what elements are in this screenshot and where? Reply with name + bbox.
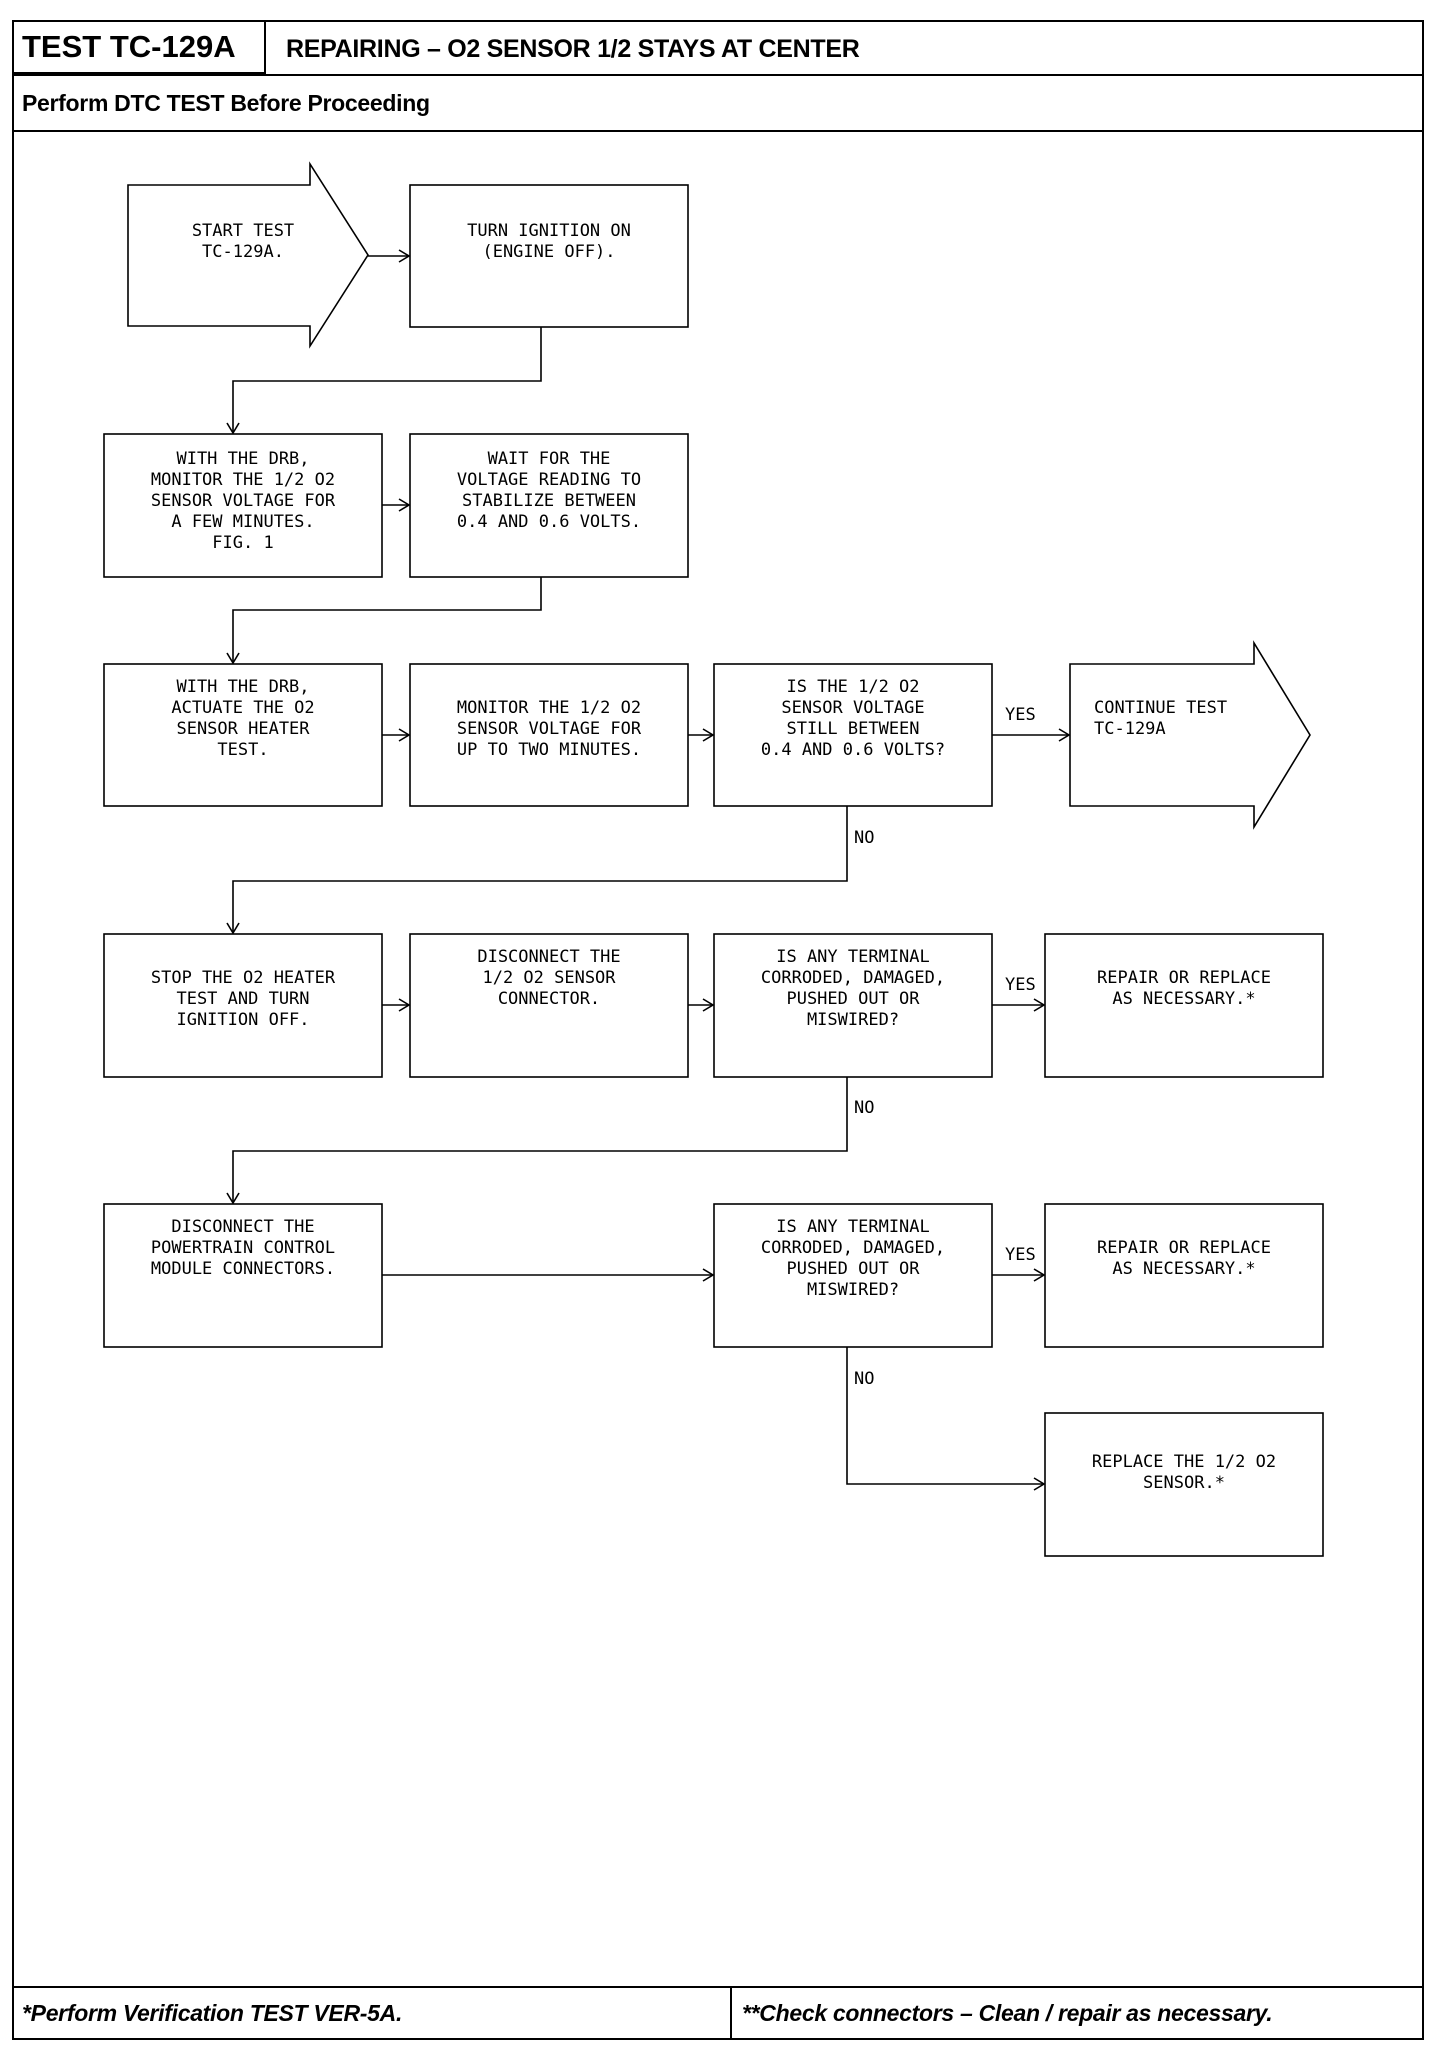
q-terminal-1-line: PUSHED OUT OR	[786, 989, 920, 1009]
monitor-few-line: A FEW MINUTES.	[171, 512, 314, 532]
stop-heater-line: STOP THE O2 HEATER	[151, 968, 336, 988]
actuate-heater-line: SENSOR HEATER	[176, 719, 310, 739]
step-ignition-on: TURN IGNITION ON(ENGINE OFF).	[409, 184, 689, 328]
no-label-1: NO	[854, 828, 874, 848]
repair-1-line: AS NECESSARY.*	[1112, 989, 1255, 1009]
q-still-between-line: IS THE 1/2 O2	[786, 677, 919, 697]
wait-stabilize-line: WAIT FOR THE	[488, 449, 611, 469]
disconnect-pcm-line: DISCONNECT THE	[171, 1217, 314, 1237]
q-terminal-2-line: IS ANY TERMINAL	[776, 1217, 930, 1237]
title-row: TEST TC-129A REPAIRING – O2 SENSOR 1/2 S…	[14, 22, 1422, 76]
wait-stabilize-line: 0.4 AND 0.6 VOLTS.	[457, 512, 641, 532]
wait-stabilize-line: VOLTAGE READING TO	[457, 470, 641, 490]
disconnect-sensor-line: CONNECTOR.	[498, 989, 600, 1009]
q-terminal-1-line: CORRODED, DAMAGED,	[761, 968, 945, 988]
continue-line: TC-129A	[1094, 719, 1166, 739]
replace-sensor-line: SENSOR.*	[1143, 1473, 1225, 1493]
continue-line: CONTINUE TEST	[1094, 698, 1227, 718]
q-terminal-2-line: PUSHED OUT OR	[786, 1259, 920, 1279]
q-still-between-line: STILL BETWEEN	[786, 719, 919, 739]
disconnect-sensor-line: 1/2 O2 SENSOR	[482, 968, 616, 988]
wait-stabilize-line: STABILIZE BETWEEN	[462, 491, 636, 511]
disconnect-pcm-line: MODULE CONNECTORS.	[151, 1259, 335, 1279]
stop-heater-line: TEST AND TURN	[176, 989, 309, 1009]
monitor-few-line: SENSOR VOLTAGE FOR	[151, 491, 336, 511]
repair-2-line: REPAIR OR REPLACE	[1097, 1238, 1271, 1258]
monitor-two-line: SENSOR VOLTAGE FOR	[457, 719, 642, 739]
ignition-on-line: (ENGINE OFF).	[482, 242, 615, 262]
q-terminal-1-line: IS ANY TERMINAL	[776, 947, 930, 967]
no-label-3: NO	[854, 1369, 874, 1389]
footer-connector-note: **Check connectors – Clean / repair as n…	[730, 1988, 1420, 2038]
monitor-two-line: UP TO TWO MINUTES.	[457, 740, 641, 760]
repair-2-line: AS NECESSARY.*	[1112, 1259, 1255, 1279]
monitor-few-line: FIG. 1	[212, 533, 273, 553]
footer: *Perform Verification TEST VER-5A. **Che…	[14, 1986, 1422, 2038]
yes-label-3: YES	[1005, 1245, 1036, 1265]
replace-sensor-line: REPLACE THE 1/2 O2	[1092, 1452, 1276, 1472]
monitor-two-line: MONITOR THE 1/2 O2	[457, 698, 641, 718]
page-title: REPAIRING – O2 SENSOR 1/2 STAYS AT CENTE…	[286, 35, 860, 63]
yes-label-1: YES	[1005, 705, 1036, 725]
prerequisite-note: Perform DTC TEST Before Proceeding	[14, 76, 1422, 132]
stop-heater-line: IGNITION OFF.	[176, 1010, 309, 1030]
test-id: TEST TC-129A	[14, 22, 266, 74]
footer-verification-note: *Perform Verification TEST VER-5A.	[22, 2000, 403, 2026]
disconnect-pcm-line: POWERTRAIN CONTROL	[151, 1238, 335, 1258]
ignition-on-line: TURN IGNITION ON	[467, 221, 631, 241]
yes-label-2: YES	[1005, 975, 1036, 995]
step-ignition-on-text: TURN IGNITION ON(ENGINE OFF).	[467, 221, 631, 262]
repair-1-line: REPAIR OR REPLACE	[1097, 968, 1271, 988]
q-still-between-line: 0.4 AND 0.6 VOLTS?	[761, 740, 945, 760]
q-terminal-2-line: CORRODED, DAMAGED,	[761, 1238, 945, 1258]
q-terminal-2-line: MISWIRED?	[807, 1280, 899, 1300]
no-label-2: NO	[854, 1098, 874, 1118]
q-still-between-line: SENSOR VOLTAGE	[781, 698, 924, 718]
connectors	[226, 249, 1071, 1491]
test-sheet: TEST TC-129A REPAIRING – O2 SENSOR 1/2 S…	[12, 20, 1424, 2040]
start-line: TC-129A.	[202, 242, 284, 262]
actuate-heater-line: TEST.	[217, 740, 268, 760]
disconnect-sensor-line: DISCONNECT THE	[477, 947, 620, 967]
actuate-heater-line: WITH THE DRB,	[176, 677, 309, 697]
start-line: START TEST	[192, 221, 294, 241]
monitor-few-line: WITH THE DRB,	[176, 449, 309, 469]
monitor-few-line: MONITOR THE 1/2 O2	[151, 470, 335, 490]
q-terminal-1-line: MISWIRED?	[807, 1010, 899, 1030]
actuate-heater-line: ACTUATE THE O2	[171, 698, 314, 718]
